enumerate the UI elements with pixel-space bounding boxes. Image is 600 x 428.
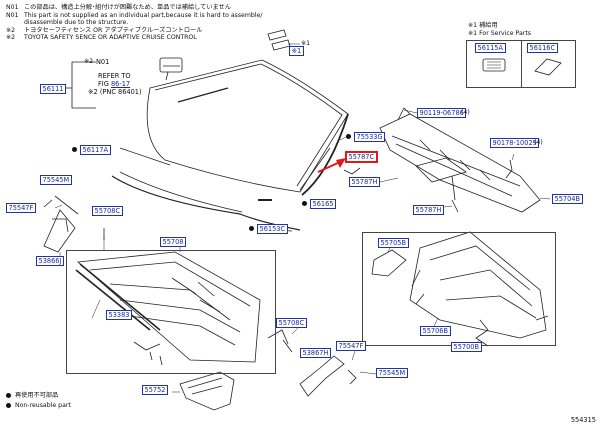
part-label-clip[interactable]: ※1 (289, 46, 304, 56)
part-label-53867H[interactable]: 53867H (300, 348, 331, 358)
part-label-56117A[interactable]: 56117A (80, 145, 111, 155)
part-label-56153C[interactable]: 56153C (257, 224, 288, 234)
mirror-bracket (159, 57, 183, 73)
part-label-90178-10029[interactable]: 90178-10029 (490, 138, 540, 148)
note-line: disassemble due to the structure. (24, 19, 129, 27)
non-reusable-dot (346, 134, 351, 139)
non-reusable-dot (249, 226, 254, 231)
refer-to-label: REFER TO (98, 72, 131, 80)
part-label-90119-06786[interactable]: 90119-06786 (417, 108, 467, 118)
part-label-75547F[interactable]: 75547F (336, 341, 366, 351)
part-label-55787H[interactable]: 55787H (349, 177, 380, 187)
part-label-56111[interactable]: 56111 (40, 84, 66, 94)
cowl-top-panel (379, 113, 541, 213)
cowl-side-bracket (43, 195, 79, 253)
mark-2: ※2 (84, 58, 94, 65)
cowl-panel (77, 251, 261, 363)
pad-icon (534, 58, 562, 76)
part-label-53383[interactable]: 53383 (106, 310, 132, 320)
legend-line: 再使用不可部品 (6, 392, 58, 400)
part-label-55708C[interactable]: 55708C (276, 318, 307, 328)
service-part-cell: 56116C (521, 41, 575, 87)
part-label-55704B[interactable]: 55704B (552, 194, 583, 204)
part-label-56116C[interactable]: 56116C (527, 43, 558, 53)
clip-icon (482, 58, 506, 72)
service-mark: ※1 (301, 40, 311, 47)
n01-label: N01 (96, 58, 110, 66)
part-label-55700B[interactable]: 55700B (451, 342, 482, 352)
part-label-53866J[interactable]: 53866J (36, 256, 64, 266)
cowl-lower-panel (409, 231, 547, 339)
part-label-75545M[interactable]: 75545M (40, 175, 72, 185)
non-reusable-dot (72, 147, 77, 152)
part-label-75545M[interactable]: 75545M (376, 368, 408, 378)
part-label-55705B[interactable]: 55705B (378, 238, 409, 248)
highlight-arrow (317, 158, 346, 173)
part-label-55706B[interactable]: 55706B (420, 326, 451, 336)
quantity-label: (4) (534, 139, 543, 146)
service-parts-box: 56115A 56116C (466, 40, 576, 88)
part-label-55787H[interactable]: 55787H (413, 205, 444, 215)
cowl-assembly-box (66, 250, 276, 374)
windshield-glass (146, 59, 349, 193)
cowl-bottom-plate (179, 371, 235, 411)
non-reusable-dot (302, 201, 307, 206)
lower-assembly-box (362, 232, 556, 346)
part-label-55787C-highlighted[interactable]: 55787C (345, 151, 378, 163)
legend-dot-icon (6, 392, 11, 398)
refer-fig[interactable]: FIG 86-17 (98, 80, 131, 88)
part-label-75547F[interactable]: 75547F (6, 203, 36, 213)
part-label-56115A[interactable]: 56115A (475, 43, 506, 53)
part-label-56165[interactable]: 56165 (310, 199, 336, 209)
part-label-55708C[interactable]: 55708C (92, 206, 123, 216)
cowl-side-seal (299, 355, 345, 397)
service-note-en: ※1 For Service Parts (468, 30, 531, 37)
legend-dot-icon (6, 402, 11, 408)
part-label-55752[interactable]: 55752 (142, 385, 168, 395)
quantity-label: (4) (461, 109, 470, 116)
legend-line: Non-reusable part (6, 402, 71, 410)
diagram-id: 554315 (570, 416, 596, 424)
cowl-louver (415, 157, 467, 183)
service-note-jp: ※1 補給用 (468, 22, 498, 29)
refer-pnc: ※2 (PNC 86401) (88, 88, 142, 96)
cowl-bracket-right (371, 249, 407, 277)
part-label-55708[interactable]: 55708 (160, 237, 186, 247)
part-label-75533G[interactable]: 75533G (354, 132, 386, 142)
service-part-cell: 56115A (467, 41, 522, 87)
